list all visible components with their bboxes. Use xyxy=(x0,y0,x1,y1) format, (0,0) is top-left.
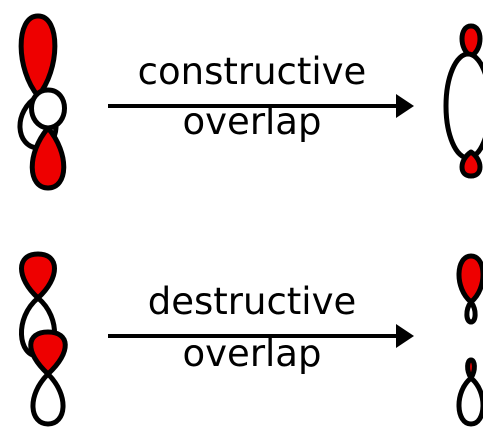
constructive-arrow xyxy=(108,94,414,118)
bonding-orbital-bottom-lobe xyxy=(459,149,483,179)
destructive-label-line2: overlap xyxy=(183,332,322,375)
destructive-label-line1: destructive xyxy=(148,280,357,323)
antibonding-orbital-top-lobe xyxy=(456,253,483,305)
destructive-row: destructive overlap xyxy=(19,251,483,427)
constructive-label-line1: constructive xyxy=(138,50,367,93)
destructive-arrow xyxy=(108,324,414,348)
bonding-orbital xyxy=(443,23,483,179)
bonding-orbital-center-lobe xyxy=(443,51,483,161)
antibonding-orbital-bottom-lobe xyxy=(456,375,483,427)
antibonding-orbital xyxy=(456,253,483,427)
constructive-label-line2: overlap xyxy=(183,100,322,143)
lower-orbital-bottom-lobe xyxy=(30,371,66,427)
constructive-row: constructive overlap xyxy=(17,13,483,191)
upper-orbital-top-lobe xyxy=(19,251,57,301)
bonding-orbital-top-lobe xyxy=(459,23,483,59)
constructive-reactant-orbitals xyxy=(17,13,67,191)
lower-orbital-top-lobe xyxy=(29,87,67,131)
destructive-reactant-orbitals xyxy=(19,251,68,427)
antibonding-orbital-top-small-lobe xyxy=(464,299,478,325)
upper-orbital-top-lobe xyxy=(18,13,58,99)
lower-orbital-bottom-lobe xyxy=(29,125,67,191)
antibonding-orbital-bottom-small-lobe xyxy=(465,357,477,381)
lower-orbital-top-lobe xyxy=(28,329,68,377)
